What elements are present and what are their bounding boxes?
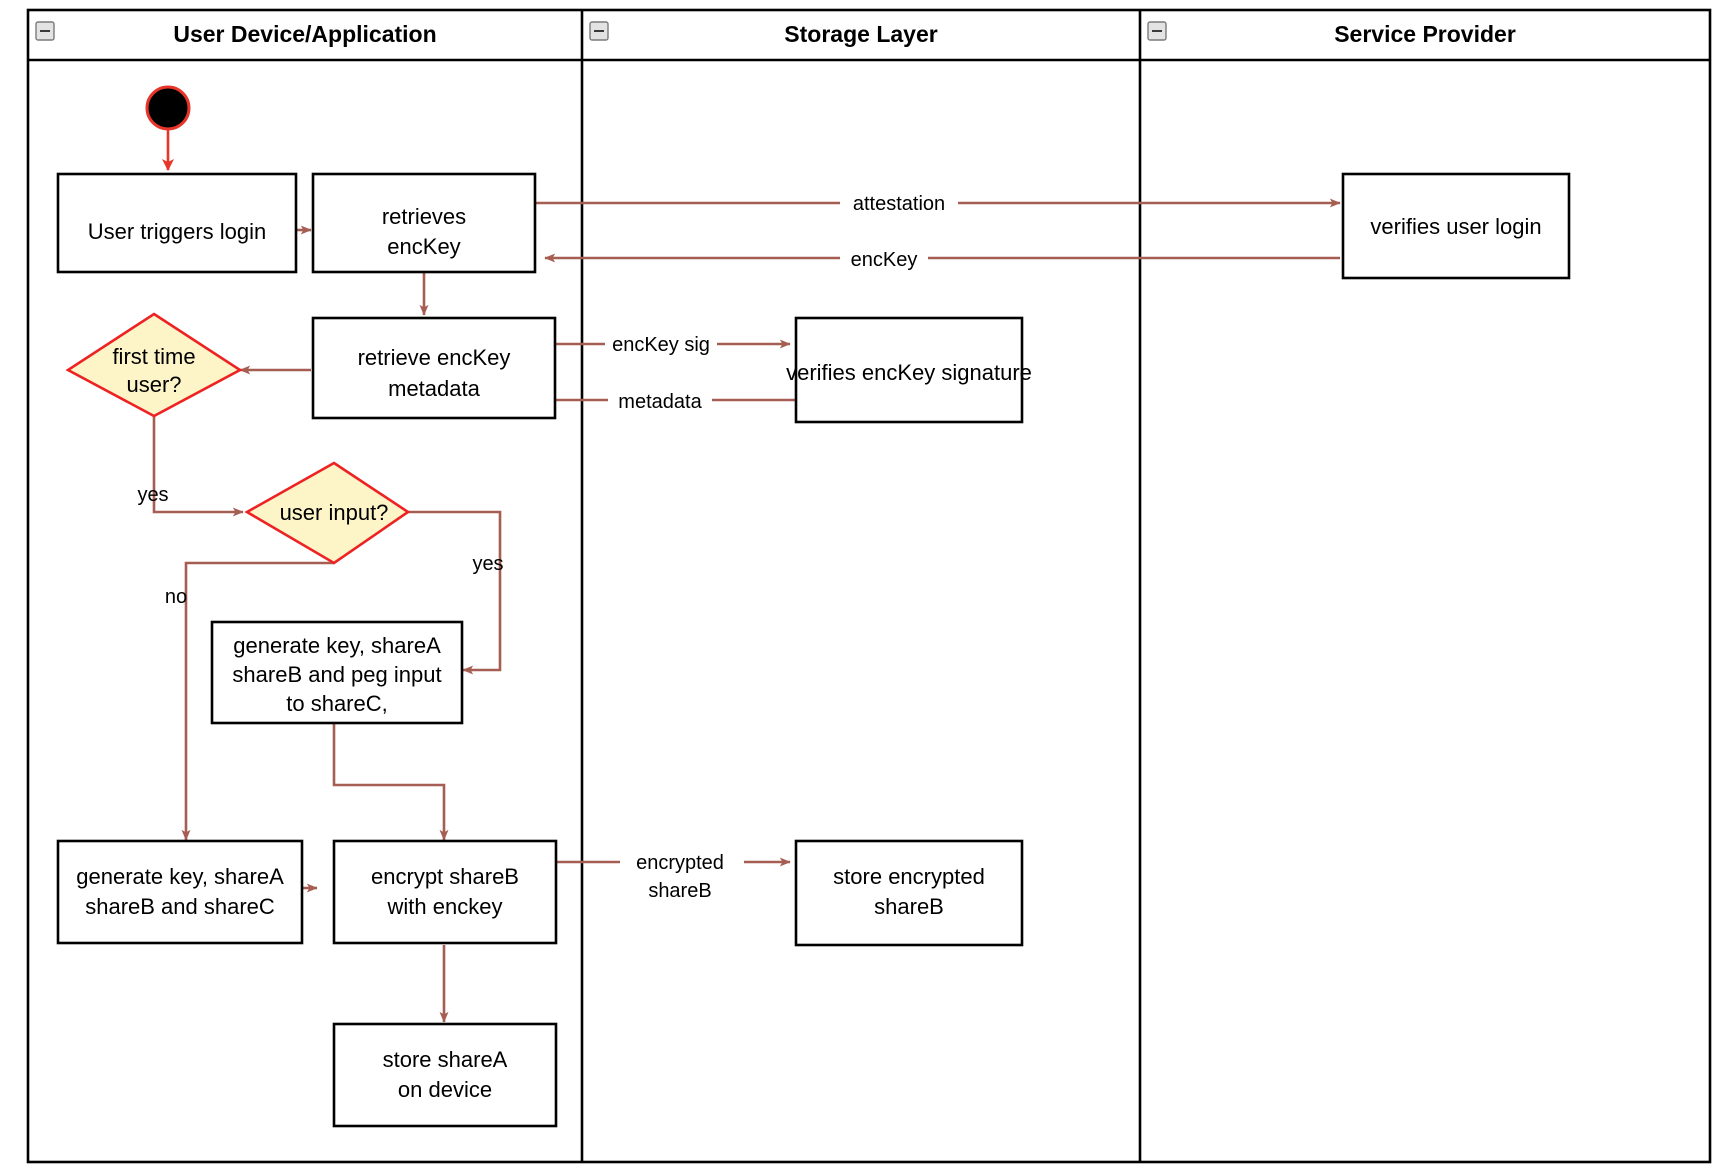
- lane-title-service-provider: Service Provider: [1334, 21, 1516, 47]
- edge-label-text: attestation: [853, 193, 945, 215]
- activity-label-line1: generate key, shareA: [76, 864, 284, 889]
- edge-userinput-no: [181, 561, 334, 841]
- activity-label-line2: shareB and shareC: [85, 894, 275, 919]
- collapse-minus-icon[interactable]: [589, 21, 609, 41]
- activity-label: verifies user login: [1370, 214, 1541, 239]
- edge-firsttime-yes: [152, 416, 244, 517]
- activity-label-line2: with enckey: [387, 894, 503, 919]
- activity-label-line1: retrieve encKey: [358, 345, 511, 370]
- edge-label-text: encKey: [851, 249, 918, 271]
- initial-node: [145, 85, 191, 131]
- activity-label-line1: store encrypted: [833, 864, 985, 889]
- edge-label-yes-user-input: yes: [472, 553, 503, 575]
- lane-title-storage: Storage Layer: [784, 21, 937, 47]
- activity-label-line2: on device: [398, 1077, 492, 1102]
- collapse-minus-icon[interactable]: [35, 21, 55, 41]
- activity-label-line2: encKey: [387, 234, 460, 259]
- edge-label-text: metadata: [618, 391, 702, 413]
- activity-retrieve-enckey-metadata[interactable]: retrieve encKey metadata: [311, 316, 557, 420]
- edge-label-enckey-sig: encKey sig: [605, 331, 717, 357]
- lane-header-storage[interactable]: Storage Layer: [589, 21, 938, 47]
- edge-label-encrypted-shareb: encrypted shareB: [620, 848, 744, 902]
- activity-label-line1: retrieves: [382, 204, 466, 229]
- decision-label: user input?: [280, 500, 389, 525]
- edge-label-enckey: encKey: [840, 246, 928, 272]
- activity-label-line1: encrypt shareB: [371, 864, 519, 889]
- activity-label-line1: generate key, shareA: [233, 633, 441, 658]
- edge-label-attestation: attestation: [840, 190, 958, 216]
- activity-generate-shares[interactable]: generate key, shareA shareB and shareC: [56, 839, 304, 945]
- activity-label-line2: metadata: [388, 376, 480, 401]
- decision-label-line1: first time: [112, 344, 195, 369]
- activity-verifies-user-login[interactable]: verifies user login: [1341, 172, 1571, 280]
- lane-header-user-device[interactable]: User Device/Application: [35, 21, 437, 47]
- edge-userinput-yes: [408, 510, 502, 675]
- activity-label: verifies encKey signature: [786, 360, 1032, 385]
- activity-label-line3: to shareC,: [286, 691, 388, 716]
- decision-label-line2: user?: [126, 372, 181, 397]
- decision-user-input[interactable]: user input?: [244, 461, 411, 565]
- activity-encrypt-shareb[interactable]: encrypt shareB with enckey: [332, 839, 558, 945]
- activity-verifies-enckey-signature[interactable]: verifies encKey signature: [786, 316, 1032, 424]
- activity-label-line1: store shareA: [383, 1047, 508, 1072]
- activity-label: User triggers login: [88, 219, 267, 244]
- activity-retrieves-enckey[interactable]: retrieves encKey: [311, 172, 537, 274]
- activity-user-triggers-login[interactable]: User triggers login: [56, 172, 298, 274]
- edge-label-text: no: [165, 586, 187, 608]
- edge-label-yes-first-time: yes: [137, 484, 168, 506]
- edge-label-metadata: metadata: [608, 388, 712, 414]
- activity-store-sharea[interactable]: store shareA on device: [332, 1022, 558, 1128]
- edge-label-text: yes: [137, 484, 168, 506]
- edge-label-text: yes: [472, 553, 503, 575]
- edge-label-text-line1: encrypted: [636, 852, 724, 874]
- activity-label-line2: shareB and peg input: [232, 662, 441, 687]
- collapse-minus-icon[interactable]: [1147, 21, 1167, 41]
- activity-store-encrypted-shareb[interactable]: store encrypted shareB: [794, 839, 1024, 947]
- lane-header-service-provider[interactable]: Service Provider: [1147, 21, 1516, 47]
- lane-title-user-device: User Device/Application: [173, 21, 436, 47]
- edge-label-text: encKey sig: [612, 334, 710, 356]
- edge-label-no-user-input: no: [165, 586, 187, 608]
- decision-first-time-user[interactable]: first time user?: [65, 312, 243, 418]
- activity-generate-peg-input[interactable]: generate key, shareA shareB and peg inpu…: [210, 620, 464, 725]
- activity-label-line2: shareB: [874, 894, 944, 919]
- edge-label-text-line2: shareB: [648, 880, 711, 902]
- edge-peg-to-encrypt: [332, 723, 449, 841]
